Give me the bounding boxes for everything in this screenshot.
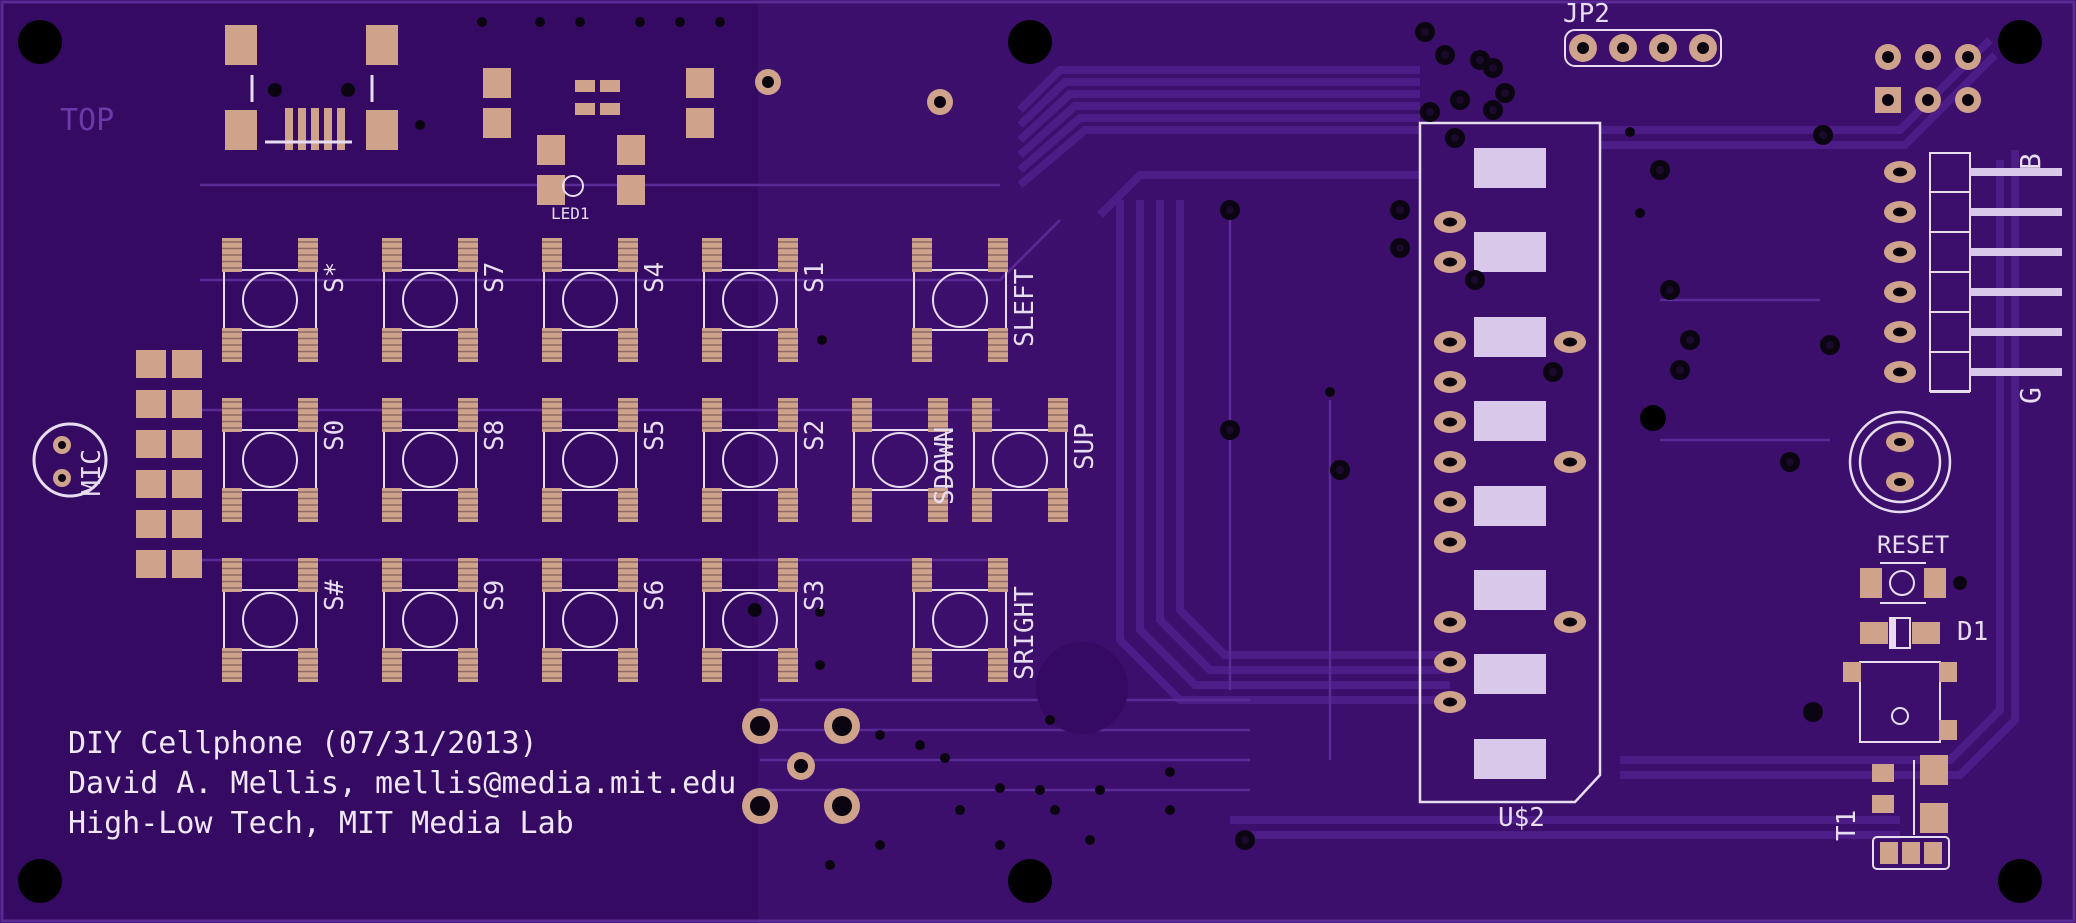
icsp-header bbox=[1875, 44, 1981, 113]
tact-switch bbox=[702, 558, 798, 682]
switch-label-sright: SRIGHT bbox=[1010, 586, 1040, 680]
led-footprint bbox=[483, 68, 714, 205]
tact-switch bbox=[382, 238, 478, 362]
jp2-label: JP2 bbox=[1563, 0, 1610, 29]
switch-label-s8: S8 bbox=[480, 420, 510, 451]
tact-switch bbox=[852, 398, 948, 522]
credit-line-2: David A. Mellis, mellis@media.mit.edu bbox=[68, 766, 736, 801]
switch-label-s6: S6 bbox=[640, 580, 670, 611]
vias-top bbox=[755, 69, 953, 115]
speaker-keepout bbox=[1036, 642, 1128, 734]
switch-label-sdown: SDOWN bbox=[930, 427, 960, 505]
header-label-b: B bbox=[2014, 153, 2047, 170]
mounting-hole bbox=[18, 859, 62, 903]
tact-switch bbox=[222, 238, 318, 362]
tact-switch bbox=[702, 238, 798, 362]
display-pins bbox=[1434, 211, 1586, 713]
trace-bundle-top bbox=[1017, 66, 1420, 218]
right-angle-header bbox=[1884, 152, 2062, 393]
reset-button bbox=[1860, 562, 1967, 604]
jp2-header bbox=[1564, 29, 1722, 67]
tact-switch bbox=[222, 398, 318, 522]
display-module bbox=[1418, 121, 1602, 804]
audio-jack-pads bbox=[742, 708, 860, 824]
tact-switch bbox=[972, 398, 1068, 522]
mounting-hole bbox=[1998, 859, 2042, 903]
t1-label: T1 bbox=[1832, 810, 1862, 841]
mounting-hole bbox=[1998, 20, 2042, 64]
switch-label-sleft: SLEFT bbox=[1010, 268, 1040, 347]
led1-label: LED1 bbox=[551, 204, 590, 223]
trace-bundle-right bbox=[1230, 37, 2019, 839]
reset-label: RESET bbox=[1877, 531, 1949, 559]
switch-label-s-hash: S# bbox=[320, 579, 350, 611]
tact-switch bbox=[912, 558, 1008, 682]
switch-label-s4: S4 bbox=[640, 262, 670, 293]
mounting-hole bbox=[1008, 20, 1052, 64]
tact-switch bbox=[912, 238, 1008, 362]
tact-switch bbox=[542, 238, 638, 362]
mounting-hole bbox=[1008, 859, 1052, 903]
us2-label: U$2 bbox=[1498, 803, 1545, 833]
mounting-hole bbox=[1640, 405, 1666, 431]
tact-switch bbox=[382, 398, 478, 522]
vias-right bbox=[1220, 22, 1840, 850]
switch-label-s1: S1 bbox=[800, 262, 830, 293]
switch-label-s5: S5 bbox=[640, 420, 670, 451]
drill-dots bbox=[268, 17, 1823, 870]
tact-switch bbox=[702, 398, 798, 522]
switch-label-s9: S9 bbox=[480, 580, 510, 611]
d1-label: D1 bbox=[1957, 617, 1988, 647]
switch-labels: S* S7 S4 S1 SLEFT S0 S8 S5 S2 SDOWN SUP … bbox=[320, 262, 1100, 680]
tact-switch bbox=[542, 398, 638, 522]
top-layer-label: TOP bbox=[60, 103, 114, 138]
tact-switch bbox=[542, 558, 638, 682]
switch-label-s7: S7 bbox=[480, 262, 510, 293]
power-switch bbox=[1843, 661, 1957, 743]
mounting-hole bbox=[18, 20, 62, 64]
switch-label-s3: S3 bbox=[800, 580, 830, 611]
tact-switch bbox=[382, 558, 478, 682]
usb-connector bbox=[225, 25, 398, 150]
buzzer bbox=[1848, 410, 1952, 514]
switch-label-s-star: S* bbox=[320, 262, 350, 293]
mic-label: MIC bbox=[77, 449, 107, 496]
credit-line-1: DIY Cellphone (07/31/2013) bbox=[68, 726, 538, 761]
mic-passives bbox=[136, 350, 202, 578]
switch-label-sup: SUP bbox=[1070, 423, 1100, 470]
header-label-g: G bbox=[2014, 387, 2047, 404]
transistor-t1 bbox=[1872, 755, 1948, 835]
battery-connector bbox=[1872, 836, 1950, 870]
switch-label-s0: S0 bbox=[320, 420, 350, 451]
tact-switch bbox=[222, 558, 318, 682]
trace-bundle-left bbox=[1116, 200, 1450, 704]
diode-d1 bbox=[1860, 617, 1940, 649]
switch-label-s2: S2 bbox=[800, 420, 830, 451]
mounting-holes bbox=[18, 20, 2042, 903]
keypad-switch-grid bbox=[222, 238, 1068, 682]
credit-line-3: High-Low Tech, MIT Media Lab bbox=[68, 806, 574, 841]
microphone bbox=[32, 422, 108, 498]
